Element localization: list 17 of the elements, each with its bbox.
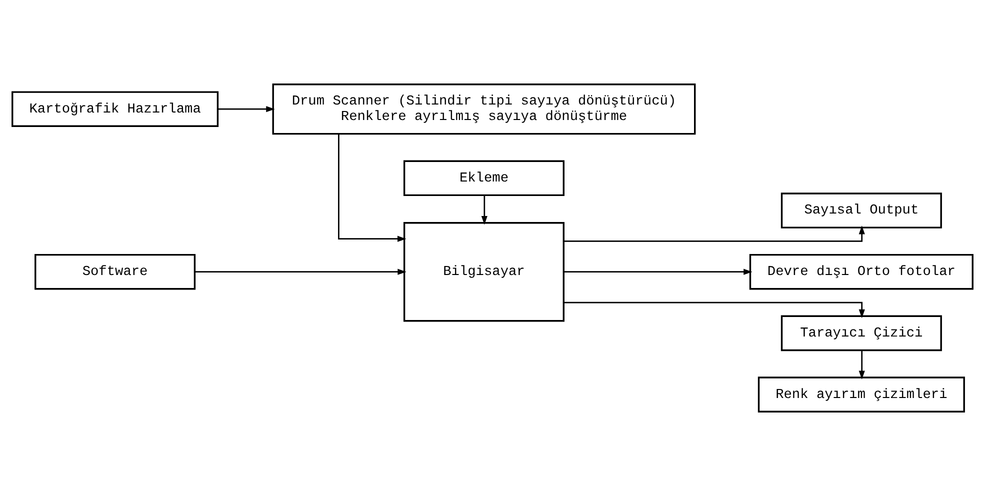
node-box: Renk ayırım çizimleri xyxy=(758,376,965,412)
arrow xyxy=(564,268,752,275)
arrow xyxy=(564,302,865,318)
node-box: Drum Scanner (Silindir tipi sayıya dönüştürücü) Renklere ayrılmış sayıya dönüştürme xyxy=(272,84,696,135)
arrow xyxy=(218,106,275,112)
node-box: Bilgisayar xyxy=(403,222,564,322)
arrow xyxy=(858,350,865,380)
arrow xyxy=(194,268,406,275)
node-box: Ekleme xyxy=(403,160,564,196)
node-box: Kartoğrafik Hazırlama xyxy=(12,91,219,128)
arrow xyxy=(338,134,406,242)
node-box: Tarayıcı Çizici xyxy=(780,315,942,352)
arrow xyxy=(564,226,865,242)
node-box: Sayısal Output xyxy=(780,192,942,228)
node-box: Software xyxy=(34,254,196,290)
arrow xyxy=(481,195,488,225)
node-box: Devre dışı Orto fotolar xyxy=(749,254,974,290)
